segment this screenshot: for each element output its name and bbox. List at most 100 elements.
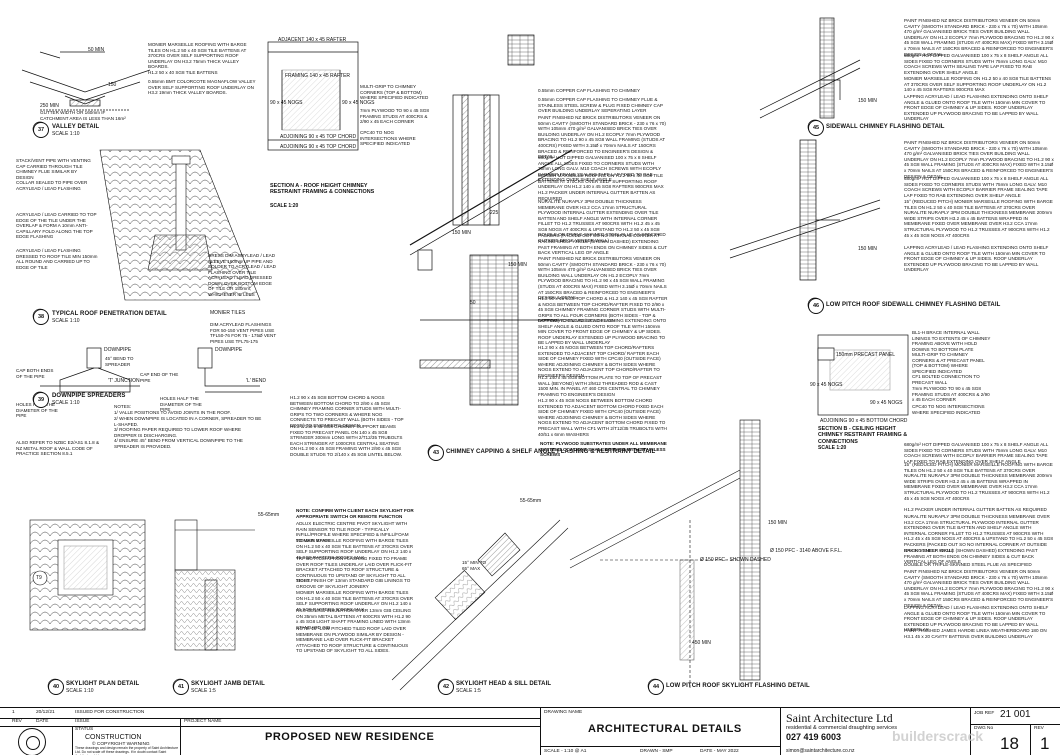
side-note-4: LAPPING ACRYLEAD / LEAD FLASHING EXTENDI… xyxy=(904,94,1049,122)
side-dim: 150 MIN xyxy=(858,98,877,104)
revision-date: 20/12/21 xyxy=(36,710,55,715)
jamb-detail-scale: SCALE 1:5 xyxy=(191,688,216,694)
dp-note-4: 4/ ENSURE 45° BEND FROM VERTICAL DOWNPIP… xyxy=(114,438,243,449)
pen-note-4: ACRYLEAD / LEAD FLASHING DRESSED TO ROOF… xyxy=(16,248,98,270)
company-tagline: residential & commercial draughting serv… xyxy=(786,725,897,731)
cap-note-15: H1.2 90 x 45 SG8 NOGS BETWEEN BOTTOM CHO… xyxy=(538,398,667,437)
head-detail-number: 42 xyxy=(438,679,454,695)
skylight-head-drawing xyxy=(391,519,569,694)
copyright-heading: © COPYRIGHT WARNING xyxy=(92,742,150,747)
dp-detail-number: 39 xyxy=(33,392,49,408)
secB-label-1: 150mm PRECAST PANEL xyxy=(836,352,896,358)
secB-label-2: ADJOINING 90 x 45 BOTTOM CHORD xyxy=(820,418,908,424)
secB-label-3: 90 x 45 NOGS xyxy=(810,382,843,388)
date-col-label: DATE xyxy=(36,719,49,724)
secB-note-1: BL1-H BRACE INTERNAL WALL LININGS TO EXT… xyxy=(912,330,991,352)
head-dim-2: 55-65mm xyxy=(520,498,542,504)
secB-note-4: 7mm PLYWOOD TO 90 x 45 SG8 FRAMING STUDS… xyxy=(912,386,990,403)
jamb-note-3: MONIER MARSEILLE ROOFING WITH BARGE TILE… xyxy=(296,538,414,560)
jamb-detail-title: SKYLIGHT JAMB DETAIL xyxy=(191,681,265,687)
lps-note-3: 15° (REDUCED PITCH) MONIER MARSEILLE ROO… xyxy=(904,199,1053,238)
pen-note-2: COLLAR SEALED TO PIPE OVER ACRYLEAD / LE… xyxy=(16,180,88,191)
dp-label-cap: CAP BOTH ENDS OF THE PIPE xyxy=(16,368,54,379)
cap-detail-title: CHIMNEY CAPPING & SHELF ANGLE FLASHING &… xyxy=(446,449,656,455)
drawn-by: DRAWN - SMP xyxy=(640,749,673,754)
lpr-dim-2: Ø 150 PFC - 3140 ABOVE F.F.L. xyxy=(770,548,843,554)
cap-note-4: 680g/m² HOT DIPPED GALVANISED 100 x 75 x… xyxy=(538,155,662,183)
issue-col-label: ISSUE xyxy=(75,719,90,724)
dp-label-lbend: 'L' BEND xyxy=(246,378,266,384)
cap-note-13: H1.2 90 x 45 NOGS BETWEEN TOP CHORD/RAFT… xyxy=(538,345,661,378)
sidewall-flashing-drawing xyxy=(759,17,861,135)
pen-note-7: MONIER TILES xyxy=(210,310,246,316)
head-detail-scale: SCALE 1:5 xyxy=(456,688,481,694)
section-a-framing-drawing xyxy=(267,41,359,151)
dp-detail-scale: SCALE 1:10 xyxy=(52,400,80,406)
jamb-note-7: R4.0 CEILING INSULATION OVER 13mm GIB CE… xyxy=(296,608,412,630)
valley-note-2: H1.2 50 x 40 SG8 TILE BATTENS xyxy=(148,70,218,75)
cap-bottom-note: NOTE: PLYWOOD SUBSTRATES UNDER ALL MEMBR… xyxy=(540,441,667,458)
cap-dim-4: 225 xyxy=(490,210,499,216)
valley-dim-150: 150 xyxy=(108,82,117,88)
lpr-note-1: 680g/m² HOT DIPPED GALVANISED 100 x 75 x… xyxy=(904,442,1049,464)
side-note-1: PAINT FINISHED NZ BRICK DISTRIBUTORS VEN… xyxy=(904,18,1054,57)
cap-note-9: RAKING SHELF ANGLE (SHOWN DASHED) EXTEND… xyxy=(538,239,668,256)
lps-detail-title: LOW PITCH ROOF SIDEWALL CHIMNEY FLASHING… xyxy=(826,302,1001,308)
cap-midnote-1: H1.2 90 x 45 SG8 BOTTOM CHORD & NOGS BET… xyxy=(290,395,404,428)
pen-detail-title: TYPICAL ROOF PENETRATION DETAIL xyxy=(52,311,167,317)
valley-detail-number: 37 xyxy=(33,122,49,138)
jamb-note-6: MONIER MARSEILLE ROOFING WITH BARGE TILE… xyxy=(296,590,414,612)
rev-col-label: REV xyxy=(12,719,22,724)
secA-scale: SCALE 1:20 xyxy=(270,203,299,209)
lps-detail-number: 46 xyxy=(808,298,824,314)
lpr-dim-4: 450 MIN xyxy=(692,640,711,646)
chimney-capping-drawing xyxy=(409,34,573,460)
side-note-3: MONIER MARSEILLE ROOFING ON H1.2 50 x 40… xyxy=(904,76,1052,93)
dp-label-downpipe-2: DOWNPIPE xyxy=(215,347,243,353)
valley-dim-gutter: GUTTER WIDTH OR 160mm IF CATCHMENT AREA … xyxy=(40,110,126,121)
skyplan-ref: T9 xyxy=(36,575,42,581)
lps-dim: 150 MIN xyxy=(858,246,877,252)
dp-note-1: 1/ VALLE POSITIONS TO AVOID JOINTS IN TH… xyxy=(114,410,231,415)
secA-label-1: ADJACENT 140 x 45 RAFTER xyxy=(278,37,347,43)
dp-label-holes-2: HOLES HALF THE DIAMETER OF THE PIPE xyxy=(160,396,202,413)
lpr-note-8: LAPPING ACRYLEAD / LEAD FLASHING EXTENDI… xyxy=(904,605,1049,633)
dp-detail-title: DOWNPIPE SPREADERS xyxy=(52,393,126,399)
head-detail-title: SKYLIGHT HEAD & SILL DETAIL xyxy=(456,681,552,687)
secB-note-5: CPC40 TO NOG INTERSECTIONS WHERE SPECIFI… xyxy=(912,404,985,415)
pen-detail-scale: SCALE 1:10 xyxy=(52,318,80,324)
secA-note-1: MULTI-GRIP TO CHIMNEY CORNERS (TOP & BOT… xyxy=(360,84,429,101)
dp-notes-head: NOTES: xyxy=(114,404,132,409)
skylight-jamb-drawing xyxy=(172,519,255,694)
jamb-detail-number: 41 xyxy=(173,679,189,695)
cap-note-11: H1.2 90 x 45 SG8 TOP CHORD & H1.2 140 x … xyxy=(538,296,668,324)
secB-title: SECTION B - CEILING HEIGHT CHIMNEY RESTR… xyxy=(818,426,908,445)
drawing-name: ARCHITECTURAL DETAILS xyxy=(588,723,742,735)
valley-note-3: 0.55mm BMT COLORCOTE MAGNAFLOW VALLEY OV… xyxy=(148,79,256,96)
dp-label-downpipe-1: DOWNPIPE xyxy=(104,347,132,353)
pen-note-3: ACRYLEAD / LEAD CARRIED TO TOP EDGE OF T… xyxy=(16,212,97,240)
jamb-note-1: NOTE: CONFIRM WITH CLIENT EACH SKYLIGHT … xyxy=(296,508,414,519)
cap-note-1: 0.55mm COPPER CAP FLASHING TO CHIMNEY xyxy=(538,88,641,93)
jamb-note-8: NOTE: 15° LOW PITCHED TILED ROOF LAID OV… xyxy=(296,626,409,654)
pen-note-6: ACRYLEAD / LEAD DRESSED DOWN OVER BOTTOM… xyxy=(208,275,272,297)
dwg-no-label: DWG No xyxy=(974,726,994,731)
cap-note-14: H1.2 140 x 45 SG8 BOTTOM PLATE TO TOP OF… xyxy=(538,375,662,397)
project-name-label: PROJECT NAME xyxy=(184,719,222,724)
company-name: Saint Architecture Ltd xyxy=(786,711,893,725)
cap-dim-3: 50 xyxy=(470,300,476,306)
status-value: CONSTRUCTION xyxy=(85,734,142,741)
skyplan-detail-scale: SCALE 1:10 xyxy=(66,688,94,694)
lpr-note-4: NURALITE NURAPLY 3PM DOUBLE THICKNESS ME… xyxy=(904,514,1053,553)
lpr-detail-title: LOW PITCH ROOF SKYLIGHT FLASHING DETAIL xyxy=(666,683,810,689)
jamb-note-5: TIGHT FINISH OF 13mm STANDARD GIB LINING… xyxy=(296,578,411,589)
valley-detail-scale: SCALE 1:10 xyxy=(52,131,80,137)
lpr-dim-1: Ø 150 PFC - SHOWN DASHED xyxy=(700,557,771,563)
dp-label-45bend: 45° BEND TO SPREADER xyxy=(105,356,134,367)
rev-no-label: REV xyxy=(1034,726,1044,731)
valley-dim-250: 250 MIN xyxy=(40,103,59,109)
secA-note-2: 7mm PLYWOOD TO 90 x 45 SG8 FRAMING STUDS… xyxy=(360,108,429,125)
project-name: PROPOSED NEW RESIDENCE xyxy=(265,731,435,743)
secA-label-6: ADJOINING 90 x 45 TOP CHORD xyxy=(280,144,357,150)
cap-note-7: NURALITE NURAPLY 3PM DOUBLE THICKNESS ME… xyxy=(538,199,660,244)
